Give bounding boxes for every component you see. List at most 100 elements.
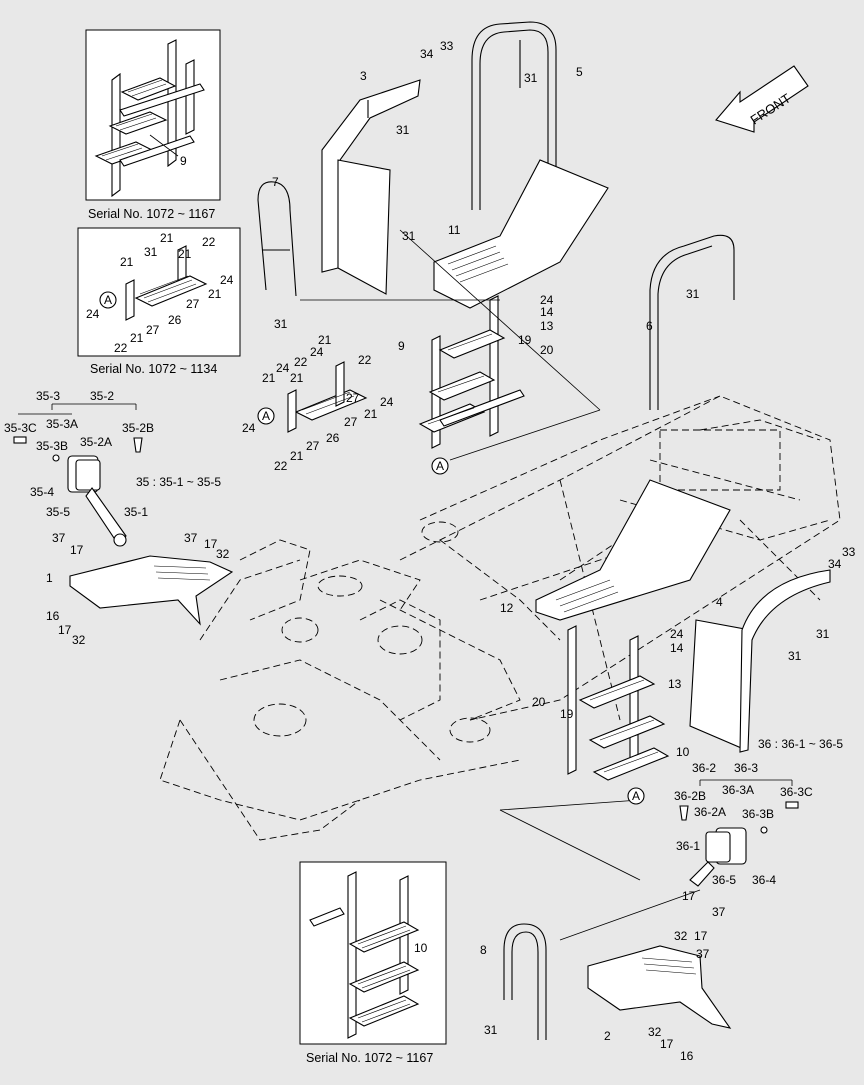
front-direction-arrow: FRONT — [715, 65, 809, 133]
part-11-platform — [433, 159, 609, 309]
callout-14: 14 — [670, 641, 684, 655]
callout-32: 32 — [674, 929, 688, 943]
leader-lines — [18, 229, 793, 941]
callout-24: 24 — [220, 273, 234, 287]
callout-35-3c: 35-3C — [4, 421, 37, 435]
callout-24: 24 — [670, 627, 684, 641]
callout-35-3a: 35-3A — [46, 417, 78, 431]
callout-19: 19 — [560, 707, 574, 721]
part-1-fender — [69, 555, 234, 626]
callout-21: 21 — [262, 371, 276, 385]
callout-36-3c: 36-3C — [780, 785, 813, 799]
callout-22: 22 — [114, 341, 128, 355]
callout-21: 21 — [120, 255, 134, 269]
callout-1: 1 — [46, 571, 53, 585]
callout-27: 27 — [344, 415, 358, 429]
callout-8: 8 — [480, 943, 487, 957]
marker-a: A — [262, 409, 270, 423]
callout-27: 27 — [186, 297, 200, 311]
callout-37: 37 — [184, 531, 198, 545]
callout-24: 24 — [310, 345, 324, 359]
callout-36-5: 36-5 — [712, 873, 736, 887]
callout-31: 31 — [484, 1023, 498, 1037]
callout-24: 24 — [242, 421, 256, 435]
callout-17: 17 — [70, 543, 84, 557]
part-12-platform — [535, 479, 731, 621]
callout-35-4: 35-4 — [30, 485, 54, 499]
marker-a-inset: A — [104, 293, 112, 307]
part-26-step — [287, 361, 368, 433]
callout-10: 10 — [676, 745, 690, 759]
callout-37: 37 — [696, 947, 710, 961]
callout-33: 33 — [440, 39, 454, 53]
callout-31: 31 — [144, 245, 158, 259]
callout-21: 21 — [160, 231, 174, 245]
callout-7: 7 — [272, 175, 279, 189]
callout-35-3: 35-3 — [36, 389, 60, 403]
callout-34: 34 — [828, 557, 842, 571]
callout-31: 31 — [816, 627, 830, 641]
callout-34: 34 — [420, 47, 434, 61]
callout-19: 19 — [518, 333, 532, 347]
part-4-cover — [689, 569, 831, 753]
callout-32: 32 — [648, 1025, 662, 1039]
callout-17: 17 — [682, 889, 696, 903]
callout-36-4: 36-4 — [752, 873, 776, 887]
callout-31: 31 — [274, 317, 288, 331]
callout-21: 21 — [208, 287, 222, 301]
part-9-ladder — [418, 295, 525, 449]
callout-35-2b: 35-2B — [122, 421, 154, 435]
callout-labels: 34 33 3 5 31 31 31 7 11 31 24 14 13 9 19… — [4, 39, 856, 1063]
callout-35-1: 35-1 — [124, 505, 148, 519]
inset-ladder-10: 10 Serial No. 1072 ~ 1167 — [299, 861, 447, 1065]
callout-37: 37 — [52, 531, 66, 545]
inset-caption-bottom: Serial No. 1072 ~ 1167 — [306, 1051, 433, 1065]
callout-27: 27 — [306, 439, 320, 453]
callout-33: 33 — [842, 545, 856, 559]
callout-27: 27 — [146, 323, 160, 337]
inset-step-26: A 21 31 21 22 21 24 27 21 24 26 27 22 21… — [77, 227, 241, 376]
callout-2: 2 — [604, 1029, 611, 1043]
callout-35-2: 35-2 — [90, 389, 114, 403]
callout-17: 17 — [694, 929, 708, 943]
callout-32: 32 — [72, 633, 86, 647]
callout-22: 22 — [294, 355, 308, 369]
callout-36-3a: 36-3A — [722, 783, 754, 797]
marker-a: A — [632, 789, 640, 803]
callout-16: 16 — [46, 609, 60, 623]
callout-17: 17 — [58, 623, 72, 637]
callout-21: 21 — [290, 371, 304, 385]
callout-24: 24 — [380, 395, 394, 409]
callout-21: 21 — [130, 331, 144, 345]
callout-31: 31 — [686, 287, 700, 301]
part-10-ladder — [567, 625, 670, 781]
part-35-lamp — [13, 436, 143, 547]
callout-17: 17 — [660, 1037, 674, 1051]
callout-35-2a: 35-2A — [80, 435, 112, 449]
callout-10-inset: 10 — [414, 941, 428, 955]
callout-6: 6 — [646, 319, 653, 333]
callout-13: 13 — [540, 319, 554, 333]
callout-36-2: 36-2 — [692, 761, 716, 775]
callout-20: 20 — [532, 695, 546, 709]
callout-21: 21 — [178, 247, 192, 261]
callout-3: 3 — [360, 69, 367, 83]
callout-36-2b: 36-2B — [674, 789, 706, 803]
callout-32: 32 — [216, 547, 230, 561]
part-2-fender — [587, 945, 732, 1029]
callout-13: 13 — [668, 677, 682, 691]
marker-a-group: A A A — [257, 407, 645, 805]
callout-12: 12 — [500, 601, 514, 615]
callout-14: 14 — [540, 305, 554, 319]
callout-5: 5 — [576, 65, 583, 79]
callout-22: 22 — [274, 459, 288, 473]
callout-36-1: 36-1 — [676, 839, 700, 853]
callout-20: 20 — [540, 343, 554, 357]
callout-4: 4 — [716, 595, 723, 609]
callout-35-3b: 35-3B — [36, 439, 68, 453]
callout-31: 31 — [396, 123, 410, 137]
part-3-cover — [321, 79, 421, 295]
callout-31: 31 — [524, 71, 538, 85]
callout-36-3: 36-3 — [734, 761, 758, 775]
